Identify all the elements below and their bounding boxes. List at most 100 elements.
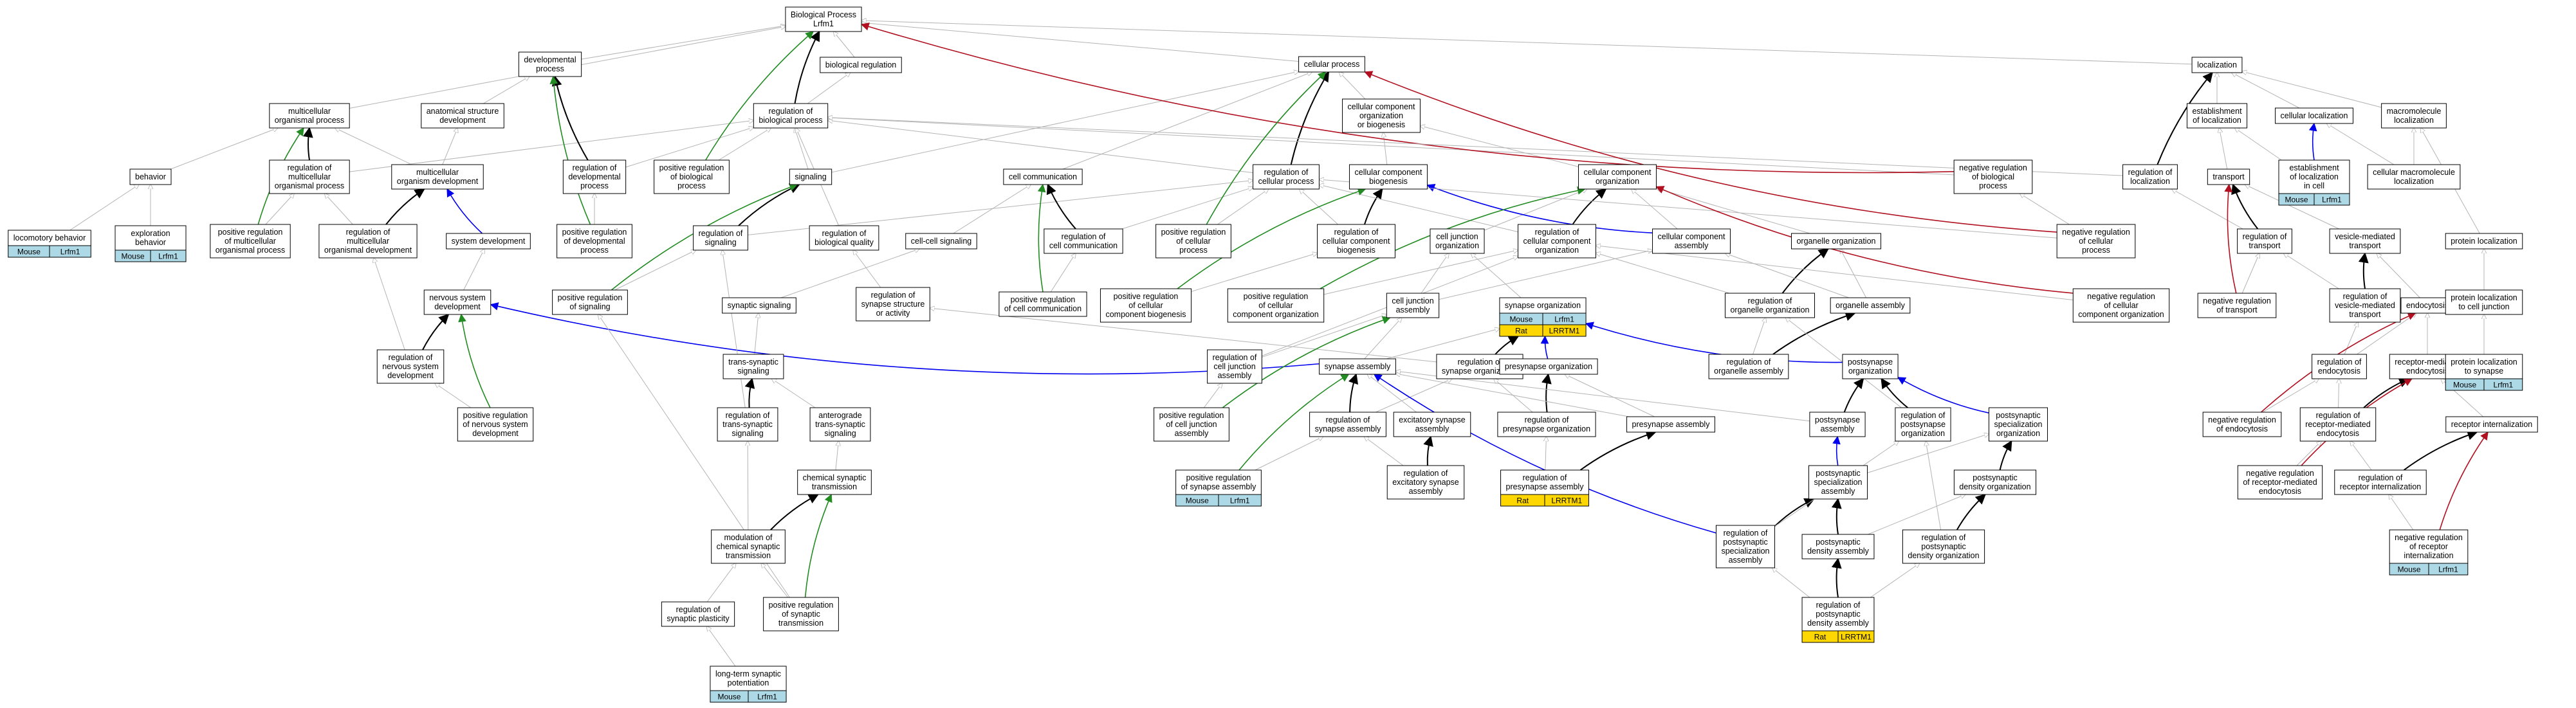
- go-term-node-presynorg[interactable]: presynapse organization: [1499, 358, 1598, 375]
- go-term-node-orgorg[interactable]: organelle organization: [1790, 233, 1882, 250]
- go-term-node-synsig[interactable]: synaptic signaling: [722, 297, 796, 314]
- go-term-node-recint[interactable]: receptor internalization: [2445, 416, 2538, 433]
- go-term-node-synasm[interactable]: synapse assembly: [1319, 358, 1396, 375]
- go-term-node-ccsig[interactable]: cell-cell signaling: [905, 233, 977, 250]
- go-term-node-transport[interactable]: transport: [2207, 168, 2250, 185]
- go-term-node-sysdev[interactable]: system development: [446, 233, 531, 250]
- go-term-node-protloc[interactable]: protein localization: [2445, 233, 2523, 250]
- go-term-node-signaling[interactable]: signaling: [789, 168, 833, 185]
- go-term-node-presynasm[interactable]: presynapse assembly: [1626, 416, 1715, 433]
- go-term-node-loc[interactable]: localization: [2191, 57, 2243, 73]
- go-term-node-bioreg[interactable]: biological regulation: [820, 57, 902, 73]
- go-term-node-cellloc[interactable]: cellular localization: [2275, 107, 2353, 124]
- go-term-node-orgasm[interactable]: organelle assembly: [1830, 297, 1911, 314]
- go-term-node-behavior[interactable]: behavior: [129, 168, 172, 185]
- go-term-node-endo[interactable]: endocytosis: [2400, 297, 2454, 314]
- go-term-node-cp[interactable]: cellular process: [1298, 56, 1365, 73]
- go-term-node-cellcomm[interactable]: cell communication: [1003, 168, 1083, 185]
